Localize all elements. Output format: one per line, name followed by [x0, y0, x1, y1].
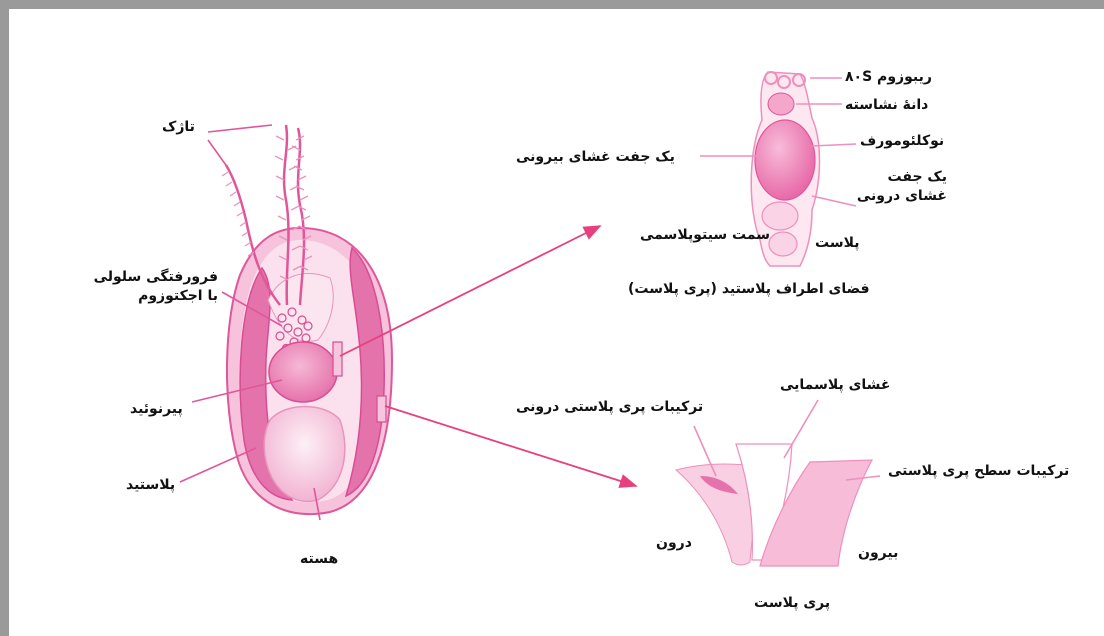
label-invagination-line1: فرورفتگی سلولی	[78, 268, 218, 287]
label-plast: پلاست	[815, 234, 859, 253]
label-surface-periplast: ترکیبات سطح پری پلاستی	[888, 462, 1069, 481]
label-plasma-membrane: غشای پلاسمایی	[780, 376, 891, 395]
label-inner-membranes-line1: یک جفت	[852, 168, 947, 187]
label-inner-periplast: ترکیبات پری پلاستی درونی	[516, 398, 703, 417]
label-nucleomorph: نوکلئومورف	[860, 132, 944, 151]
label-plastid: پلاستید	[126, 476, 175, 495]
periplast-detail	[676, 400, 880, 566]
label-outside: بیرون	[858, 544, 898, 563]
label-flagellum: تاژک	[162, 118, 195, 137]
label-nucleus: هسته	[300, 550, 338, 569]
nucleomorph	[755, 120, 815, 200]
label-outer-membranes: یک جفت غشای بیرونی	[516, 148, 675, 167]
label-inner-membranes: یک جفت غشای درونی	[852, 168, 947, 206]
label-pyrenoid: پیرنوئید	[130, 400, 183, 419]
plast-lower-2	[769, 232, 797, 256]
label-invagination-line2: با اجکتوزوم	[78, 287, 218, 306]
pyrenoid	[269, 342, 337, 402]
label-inner-membranes-line2: غشای درونی	[852, 187, 947, 206]
label-periplast: پری پلاست	[754, 594, 830, 613]
label-inside: درون	[656, 534, 692, 553]
membrane-box-upper	[333, 342, 342, 376]
label-cytoplasm-side: سمت سیتوپلاسمی	[640, 226, 770, 245]
starch-grain	[768, 93, 794, 115]
label-invagination: فرورفتگی سلولی با اجکتوزوم	[78, 268, 218, 306]
label-ribosome: ریبوزوم ۸۰S	[845, 68, 932, 87]
membrane-box-lower	[377, 396, 386, 422]
label-periplastid-space: فضای اطراف پلاستید (پری پلاست)	[628, 280, 870, 299]
arrow-to-periplast-detail	[385, 406, 636, 486]
cell	[227, 228, 392, 514]
label-starch-grain: دانهٔ نشاسته	[845, 96, 928, 115]
